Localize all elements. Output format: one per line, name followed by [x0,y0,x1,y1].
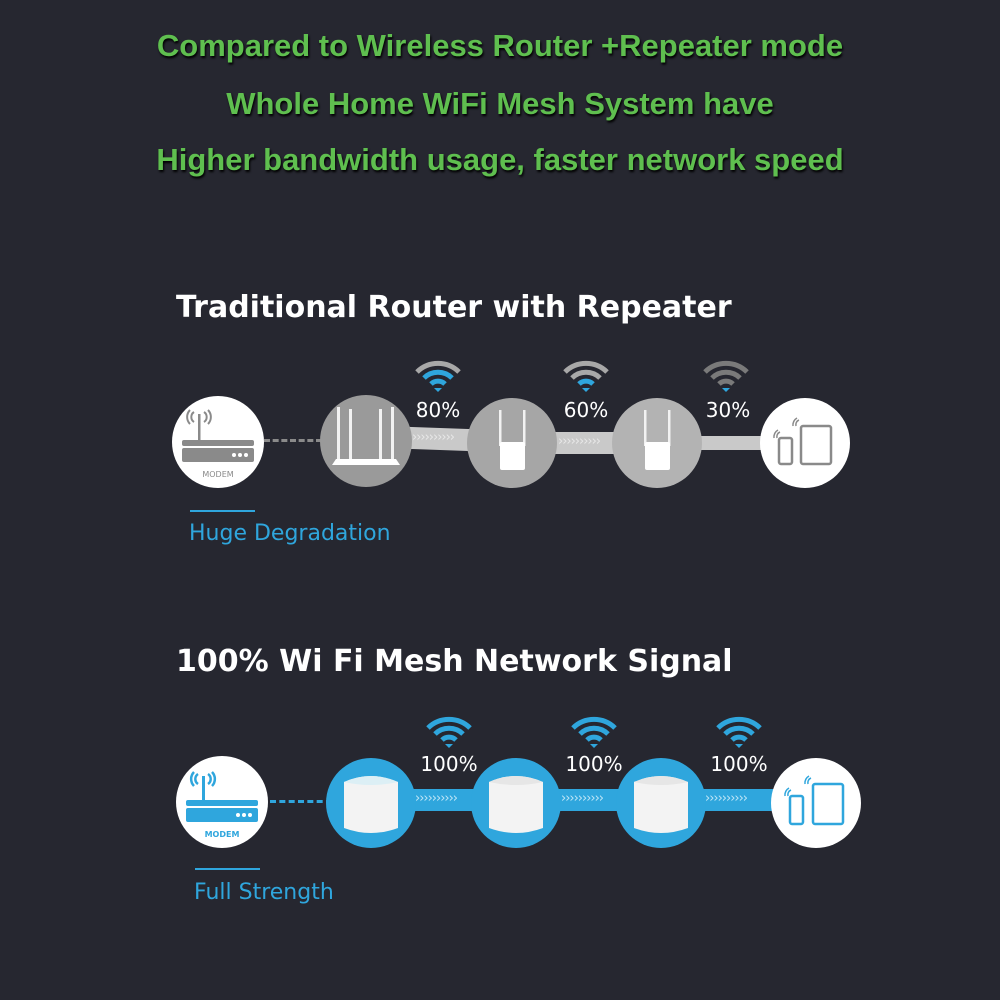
chevron-arrows: ›››››››››› [705,791,748,806]
modem-label: MODEM [204,830,240,839]
link-band-repeater2-devices [697,436,767,450]
devices-node [760,398,850,488]
repeater-node [612,398,702,488]
modem-icon [186,771,258,822]
signal-percent-label: 30% [705,398,751,422]
signal-percent-label: 80% [415,398,461,422]
link-band-mesh3-devices [700,789,780,811]
modem-label: MODEM [202,470,234,479]
repeater-icon [499,410,526,470]
signal-percent-label: 100% [420,752,478,776]
traditional-section-title: Traditional Router with Repeater [176,290,732,325]
signal-percent-label: 100% [565,752,623,776]
chevron-arrows: ›››››››››› [415,791,458,806]
dashed-connection-line [264,439,322,442]
link-band-repeater1-repeater2 [552,432,622,454]
signal-percent-label: 100% [710,752,768,776]
headline-comparison: Compared to Wireless Router +Repeater mo… [156,28,844,63]
mesh-router-icon [634,776,688,833]
chevron-arrows: ›››››››››› [558,434,601,449]
degradation-caption: Huge Degradation [189,521,391,546]
devices-node [771,758,861,848]
signal-percent-label: 60% [563,398,609,422]
headline-benefit: Higher bandwidth usage, faster network s… [156,142,844,177]
phone-tablet-icon [784,775,845,826]
mesh-router-icon [344,776,398,833]
wifi-signal-icon [701,360,751,392]
router-icon [332,407,400,465]
repeater-icon [644,410,671,470]
mesh-node [471,758,561,848]
wifi-signal-icon [569,716,619,748]
wifi-signal-icon [424,716,474,748]
chevron-arrows: ›››››››››› [561,791,604,806]
headline-mesh-system: Whole Home WiFi Mesh System have [226,86,774,121]
wifi-signal-icon [561,360,611,392]
link-band-mesh1-mesh2 [410,789,485,811]
link-band-mesh2-mesh3 [555,789,630,811]
wifi-signal-icon [714,716,764,748]
caption-underline [195,868,260,870]
dashed-connection-line [270,800,332,803]
mesh-section-title: 100% Wi Fi Mesh Network Signal [176,644,733,679]
phone-tablet-icon [773,417,833,466]
modem-icon [182,409,254,462]
router-node [320,395,412,487]
caption-underline [190,510,255,512]
modem-node: MODEM [172,396,264,488]
mesh-router-icon [489,776,543,833]
full-strength-caption: Full Strength [194,880,334,905]
chevron-arrows: ›››››››››› [412,430,455,445]
wifi-signal-icon [413,360,463,392]
repeater-node [467,398,557,488]
mesh-node [616,758,706,848]
mesh-node [326,758,416,848]
modem-node: MODEM [176,756,268,848]
